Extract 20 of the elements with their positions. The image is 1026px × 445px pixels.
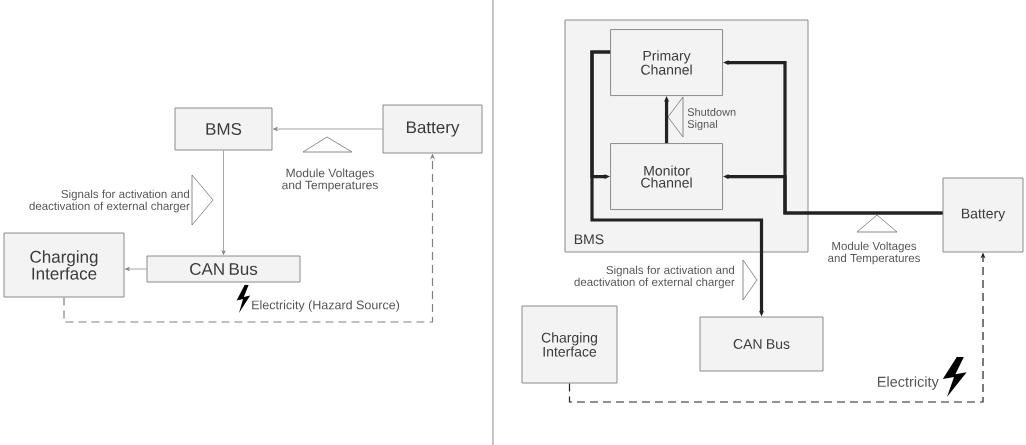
arrow: [221, 150, 226, 255]
process-box: BMS: [174, 107, 273, 151]
process-box: Primary Channel: [610, 29, 723, 96]
edge-label: Module Voltages and Temperatures: [828, 241, 920, 265]
edge-label: Module Voltages and Temperatures: [282, 168, 378, 192]
arrow: [125, 266, 147, 272]
arrow: [723, 174, 943, 215]
edge-label: Electricity: [877, 376, 939, 390]
process-box: CAN Bus: [146, 255, 301, 283]
edge-label: Shutdown Signal: [687, 107, 736, 131]
process-box: Monitor Channel: [610, 143, 723, 210]
process-box: Charging Interface: [521, 305, 618, 384]
edge-label: Signals for activation and deactivation of external charger: [29, 189, 190, 213]
arrow: [273, 126, 383, 132]
process-box: CAN Bus: [699, 316, 824, 372]
process-box: Battery: [382, 104, 483, 154]
edge-label: Signals for activation and deactivation of external charger: [574, 265, 735, 289]
process-box: Battery: [942, 177, 1024, 253]
edge-label: Electricity (Hazard Source): [252, 300, 400, 312]
process-box: Charging Interface: [3, 232, 125, 298]
